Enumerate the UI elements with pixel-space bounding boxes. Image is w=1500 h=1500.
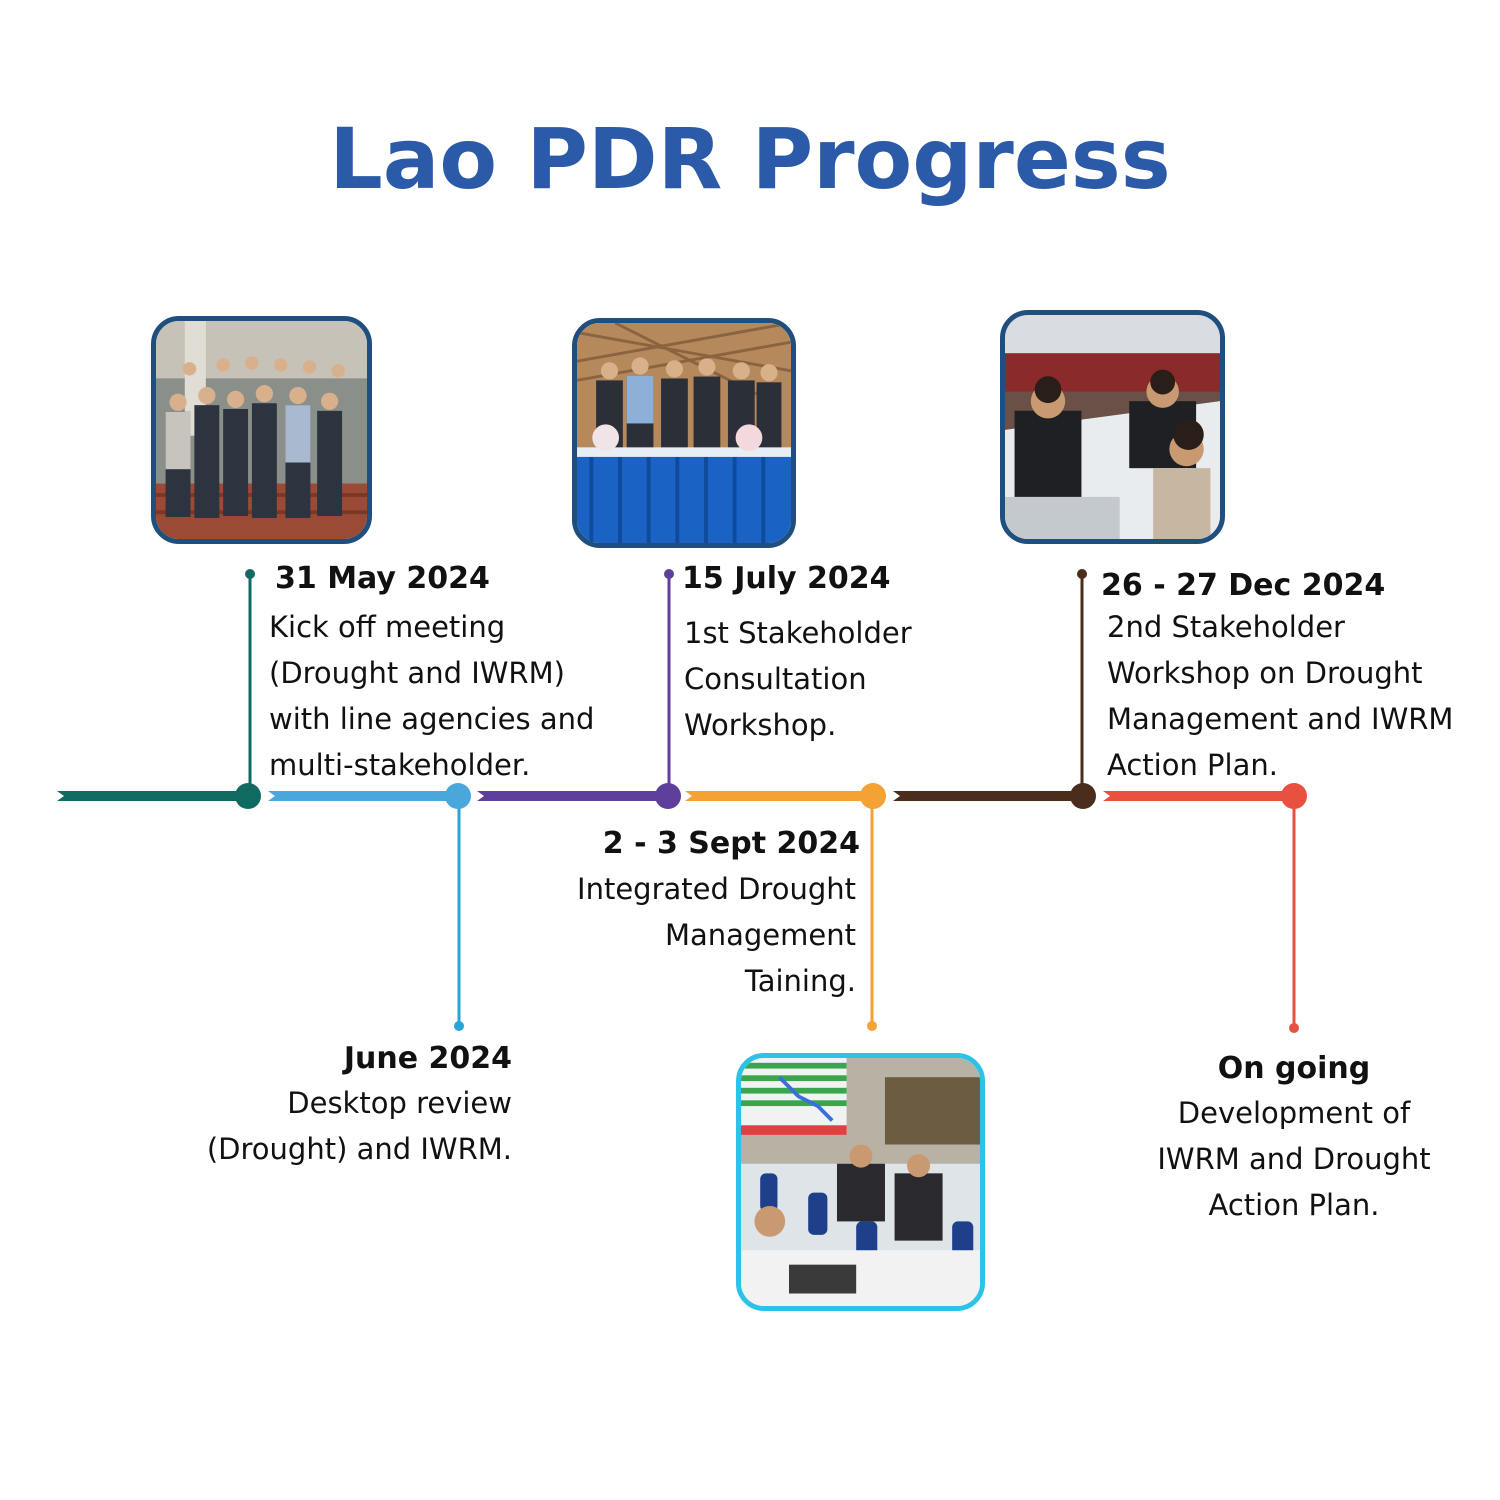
milestone-date: 26 - 27 Dec 2024 — [1101, 568, 1386, 603]
timeline-segment-orange — [685, 791, 872, 801]
signing-ceremony-photo-icon — [572, 318, 796, 548]
connector-end-dot — [245, 569, 255, 579]
training-room-photo-icon — [736, 1053, 985, 1311]
milestone-dot-july — [655, 783, 681, 809]
group-photo-icon — [151, 316, 372, 544]
milestone-dot-ongoing — [1281, 783, 1307, 809]
milestone-date: 31 May 2024 — [275, 561, 490, 596]
milestone-description: Desktop review (Drought) and IWRM. — [206, 1086, 512, 1166]
milestone-date: June 2024 — [343, 1041, 512, 1076]
connector-end-dot — [1289, 1023, 1299, 1033]
connector-end-dot — [1077, 569, 1087, 579]
timeline-segment-teal — [57, 791, 245, 801]
connector-end-dot — [867, 1021, 877, 1031]
milestone-dot-dec — [1070, 783, 1096, 809]
connector-end-dot — [454, 1021, 464, 1031]
milestone-dot-sept — [860, 783, 886, 809]
milestone-date: 2 - 3 Sept 2024 — [602, 826, 860, 861]
workshop-table-photo-icon — [1000, 310, 1225, 544]
milestone-description: Development of IWRM and Drought Action P… — [1157, 1096, 1431, 1222]
timeline-segment-brown — [893, 791, 1082, 801]
timeline-segment-red — [1103, 791, 1292, 801]
milestone-description: 1st Stakeholder Consultation Workshop. — [684, 616, 912, 742]
milestone-date: On going — [1217, 1051, 1371, 1086]
timeline-segment-purple — [477, 791, 666, 801]
connector-end-dot — [664, 569, 674, 579]
milestone-description: Kick off meeting (Drought and IWRM) with… — [269, 610, 595, 782]
page-title: Lao PDR Progress — [329, 110, 1171, 208]
milestone-description: 2nd Stakeholder Workshop on Drought Mana… — [1107, 610, 1454, 782]
milestone-date: 15 July 2024 — [682, 561, 891, 596]
timeline-segment-lightblue — [268, 791, 456, 801]
milestone-dot-may — [235, 783, 261, 809]
milestone-dot-june — [445, 783, 471, 809]
milestone-description: Integrated Drought Management Taining. — [577, 872, 856, 998]
